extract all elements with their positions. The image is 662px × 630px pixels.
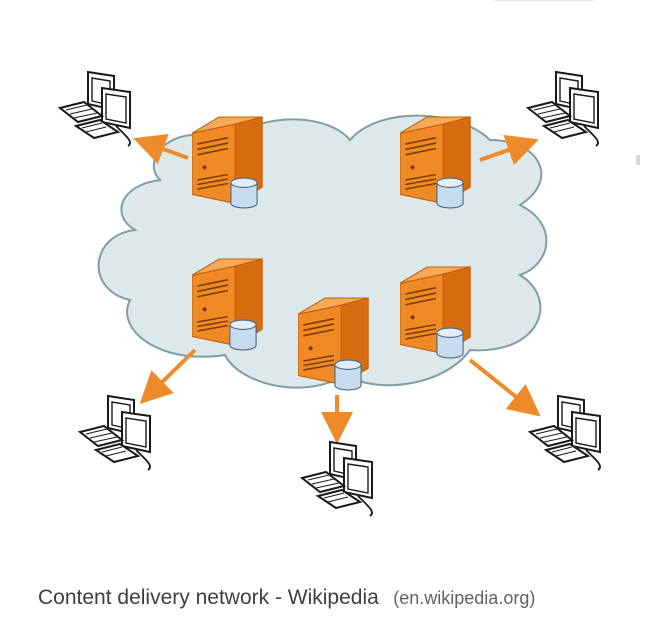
database-cylinder-icon	[230, 177, 258, 209]
database-cylinder-icon	[334, 359, 362, 391]
arrow-server-3	[139, 348, 197, 404]
desktop-computer-icon	[529, 395, 602, 471]
database-cylinder-icon	[436, 177, 464, 209]
arrow-server-5	[468, 358, 541, 417]
server-icon	[192, 116, 264, 209]
desktop-computer-icon	[301, 441, 374, 517]
desktop-computer-icon	[59, 71, 132, 147]
server-icon	[400, 266, 472, 359]
arrows	[133, 134, 541, 444]
desktop-computer-icon	[79, 395, 152, 471]
arrow-server-1	[133, 134, 189, 165]
caption-title[interactable]: Content delivery network - Wikipedia	[38, 586, 379, 609]
database-cylinder-icon	[436, 327, 464, 359]
edge-mark	[636, 155, 640, 165]
arrow-server-2	[479, 134, 539, 166]
server-icon	[400, 116, 472, 209]
top-divider	[494, 0, 594, 1]
caption-source: (en.wikipedia.org)	[393, 588, 536, 608]
server-icon	[298, 297, 370, 391]
server-icon	[192, 258, 264, 351]
desktop-computer-icon	[527, 71, 600, 147]
database-cylinder-icon	[229, 319, 257, 351]
image-caption[interactable]: Content delivery network - Wikipedia (en…	[38, 586, 535, 610]
